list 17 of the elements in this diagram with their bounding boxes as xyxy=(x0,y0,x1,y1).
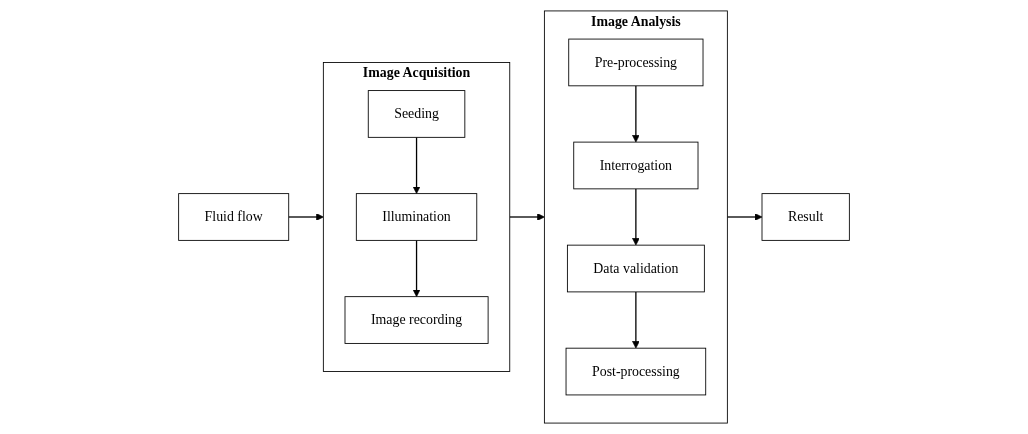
arrow xyxy=(288,213,324,221)
node-box: Image recording xyxy=(344,296,489,344)
arrow xyxy=(412,239,421,297)
arrow xyxy=(412,136,421,194)
node-box: Illumination xyxy=(355,193,478,241)
node-box: Data validation xyxy=(566,244,705,293)
arrow xyxy=(632,85,640,143)
node-box: Pre-processing xyxy=(568,38,704,87)
node-box: Post-processing xyxy=(565,347,707,396)
arrow xyxy=(632,188,640,246)
arrow xyxy=(509,213,545,221)
node-box: Seeding xyxy=(367,90,466,138)
arrow xyxy=(726,213,763,221)
arrow xyxy=(632,291,640,349)
node-box: Fluid flow xyxy=(178,193,290,241)
node-box: Result xyxy=(761,193,850,241)
node-box: Interrogation xyxy=(573,141,699,190)
